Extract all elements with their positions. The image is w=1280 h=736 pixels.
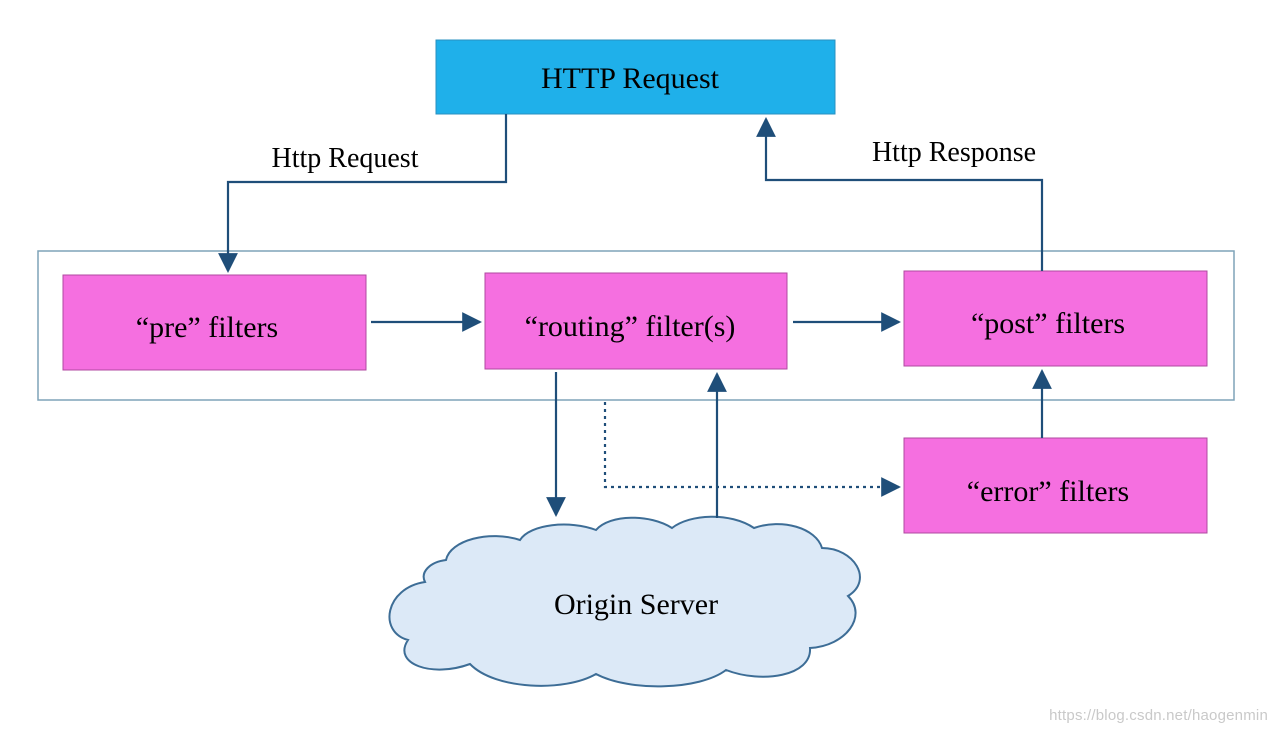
error-filters-node: “error” filters xyxy=(903,437,1208,534)
routing-filters-label: “routing” filter(s) xyxy=(525,310,736,343)
edge-label-http-request: Http Request xyxy=(272,143,419,174)
http-request-label: HTTP Request xyxy=(541,62,720,95)
post-filters-node: “post” filters xyxy=(903,270,1208,367)
post-filters-label: “post” filters xyxy=(971,307,1125,340)
filter-container xyxy=(37,250,1235,401)
pre-filters-box xyxy=(62,274,367,371)
pre-filters-node: “pre” filters xyxy=(62,274,367,371)
origin-server-label: Origin Server xyxy=(554,588,718,621)
routing-filters-node: “routing” filter(s) xyxy=(484,272,788,370)
edges-group xyxy=(218,114,1052,518)
post-filters-box xyxy=(903,270,1208,367)
routing-filters-box xyxy=(484,272,788,370)
edge-request-to-pre xyxy=(218,114,508,273)
http-request-node: HTTP Request xyxy=(435,39,836,115)
origin-server-node: Origin Server xyxy=(388,515,861,688)
error-filters-label: “error” filters xyxy=(967,475,1129,508)
edge-routing-to-error xyxy=(603,402,901,497)
edge-label-http-response: Http Response xyxy=(872,137,1036,168)
watermark-url: https://blog.csdn.net/haogenmin xyxy=(1049,707,1268,724)
error-filters-box xyxy=(903,437,1208,534)
pre-filters-label: “pre” filters xyxy=(136,311,278,344)
edge-post-to-response xyxy=(756,117,1044,271)
origin-server-cloud xyxy=(388,515,861,688)
http-request-box xyxy=(435,39,836,115)
